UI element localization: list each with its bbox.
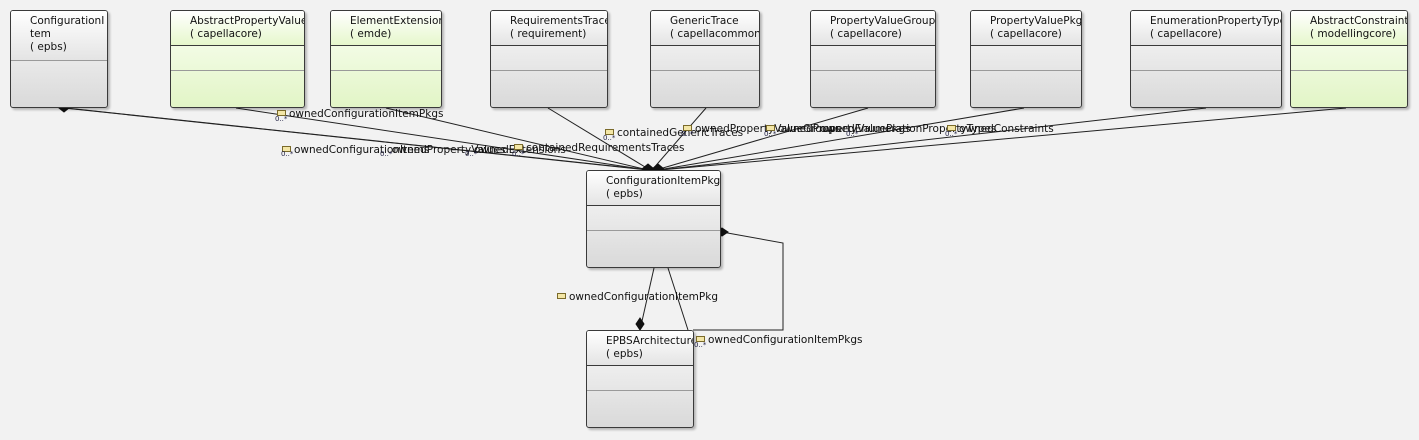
separator (11, 60, 107, 61)
edge-configuration-item-2 (65, 107, 651, 171)
role-text: ownedExtensions (474, 144, 566, 156)
role-arrow-icon (514, 144, 523, 150)
class-name: ElementExtension ( emde) (331, 11, 441, 46)
role-label-owned-configuration-items[interactable]: ownedConfigurationItems (282, 144, 429, 156)
class-name: EPBSArchitecture ( epbs) (587, 331, 693, 366)
role-label-contained-requirements-traces[interactable]: containedRequirementsTraces (514, 142, 684, 154)
multiplicity: 0..* (846, 130, 859, 138)
class-name: ConfigurationI tem ( epbs) (11, 11, 107, 61)
class-enumeration-property-type[interactable]: EnumerationPropertyType ( capellacore) (1130, 10, 1282, 108)
separator (811, 70, 935, 71)
multiplicity: 0..* (603, 134, 616, 142)
class-generic-trace[interactable]: GenericTrace ( capellacommon) (650, 10, 760, 108)
class-element-extension[interactable]: ElementExtension ( emde) (330, 10, 442, 108)
separator (651, 70, 759, 71)
class-property-value-group[interactable]: PropertyValueGroup ( capellacore) (810, 10, 936, 108)
role-text: ownedConfigurationItemPkg (569, 291, 718, 303)
class-name: ConfigurationItemPkg ( epbs) (587, 171, 720, 206)
role-label-contained-generic-traces[interactable]: containedGenericTraces (605, 127, 743, 139)
class-name: AbstractPropertyValue ( capellacore) (171, 11, 304, 46)
class-name: RequirementsTrace ( requirement) (491, 11, 607, 46)
edge-abstract-property-value (235, 107, 649, 171)
edge-epbs-architecture-2 (667, 267, 689, 331)
role-label-owned-ci-pkgs-top[interactable]: ownedConfigurationItemPkgs (277, 108, 443, 120)
role-label-owned-property-values[interactable]: ownedPropertyValues (392, 144, 506, 156)
edge-requirements-trace (547, 107, 651, 171)
multiplicity: 0..* (764, 130, 777, 138)
role-label-owned-ci-pkgs-self[interactable]: ownedConfigurationItemPkgs (696, 334, 862, 346)
role-arrow-icon (683, 125, 692, 131)
role-text: ownedConfigurationItemPkgs (708, 334, 863, 346)
role-text: ownedConfigurationItemPkgs (289, 108, 444, 120)
class-epbs-architecture[interactable]: EPBSArchitecture ( epbs) (586, 330, 694, 428)
separator (587, 230, 720, 231)
class-configuration-item[interactable]: ConfigurationI tem ( epbs) (10, 10, 108, 108)
role-arrow-icon (947, 125, 956, 131)
role-label-owned-ci-pkg[interactable]: ownedConfigurationItemPkg (557, 291, 718, 303)
separator (1131, 70, 1281, 71)
multiplicity: 0..* (465, 150, 478, 158)
separator (171, 70, 304, 71)
role-label-owned-constraints[interactable]: ownedConstraints (947, 123, 1054, 135)
role-label-owned-property-value-pkgs[interactable]: ownedPropertyValuePkgs (766, 123, 911, 135)
edge-property-value-pkg (657, 107, 1025, 171)
multiplicity: 0..* (275, 115, 288, 123)
edge-abstract-constraint (659, 107, 1347, 171)
separator (491, 70, 607, 71)
role-text: ownedPropertyValues (392, 144, 506, 156)
edge-self-ci-pkgs (693, 231, 784, 331)
edge-element-extension (385, 107, 649, 171)
role-arrow-icon (557, 293, 566, 299)
separator (331, 70, 441, 71)
role-arrow-icon (282, 146, 291, 152)
class-name: EnumerationPropertyType ( capellacore) (1131, 11, 1281, 46)
edge-generic-trace (651, 107, 707, 171)
edge-property-value-group (655, 107, 869, 171)
class-requirements-trace[interactable]: RequirementsTrace ( requirement) (490, 10, 608, 108)
multiplicity: 0..* (945, 130, 958, 138)
role-arrow-icon (766, 125, 775, 131)
role-arrow-icon (696, 336, 705, 342)
role-arrow-icon (605, 129, 614, 135)
class-abstract-constraint[interactable]: AbstractConstraint ( modellingcore) (1290, 10, 1408, 108)
class-name: PropertyValuePkg ( capellacore) (971, 11, 1081, 46)
multiplicity: 0..* (694, 341, 707, 349)
separator (971, 70, 1081, 71)
multiplicity: 0..* (281, 150, 294, 158)
role-text: ownedPropertyValuePkgs (778, 123, 911, 135)
class-name: PropertyValueGroup ( capellacore) (811, 11, 935, 46)
class-abstract-property-value[interactable]: AbstractPropertyValue ( capellacore) (170, 10, 305, 108)
class-name: GenericTrace ( capellacommon) (651, 11, 759, 46)
role-arrow-icon (277, 110, 286, 116)
role-text: containedGenericTraces (617, 127, 744, 139)
multiplicity: 0..* (380, 150, 393, 158)
role-text: containedRequirementsTraces (526, 142, 685, 154)
separator (587, 390, 693, 391)
class-name: AbstractConstraint ( modellingcore) (1291, 11, 1407, 46)
role-label-owned-extensions[interactable]: ownedExtensions (474, 144, 566, 156)
class-configuration-item-pkg[interactable]: ConfigurationItemPkg ( epbs) (586, 170, 721, 268)
role-text: ownedConfigurationItems (294, 144, 430, 156)
role-text: ownedConstraints (959, 123, 1054, 135)
multiplicity: 0..* (512, 150, 525, 158)
class-property-value-pkg[interactable]: PropertyValuePkg ( capellacore) (970, 10, 1082, 108)
edge-epbs-architecture (639, 267, 655, 331)
edge-enumeration-property-type (659, 107, 1207, 171)
multiplicity: 0..* (681, 130, 694, 138)
separator (1291, 70, 1407, 71)
